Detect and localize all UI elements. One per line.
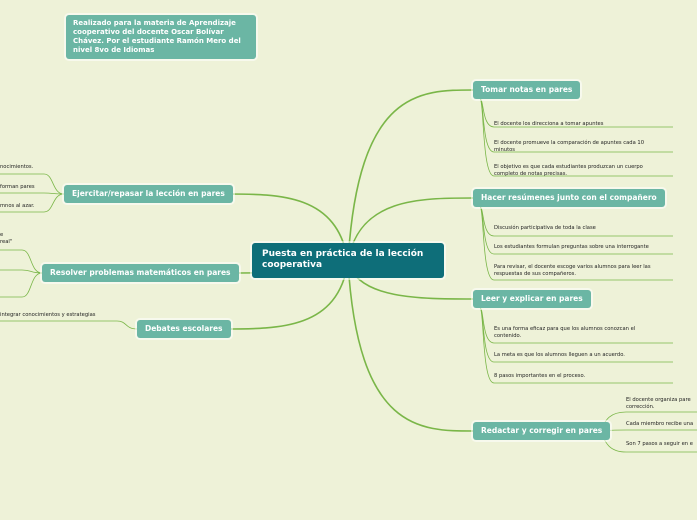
leaf-connector <box>0 269 43 274</box>
leaf-connector <box>479 98 495 177</box>
leaf-text-line: Discusión participativa de toda la clase <box>494 225 596 231</box>
subtopic-left-3-1[interactable]: integrar conocimientos y estrategias <box>0 312 95 319</box>
subtopic-1-2[interactable]: El docente promueve la comparación de ap… <box>494 140 644 154</box>
leaf-text-line: Los estudiantes formulan preguntas sobre… <box>494 244 649 250</box>
leaf-text-line: El docente organiza pare <box>626 397 691 403</box>
leaf-text-line: Son 7 pasos a seguir en e <box>626 441 693 447</box>
leaf-text-line: minutos <box>494 147 515 153</box>
leaf-text-line: El docente los direcciona a tomar apunte… <box>494 121 604 127</box>
subtopic-left-1-1[interactable]: nocimientos. <box>0 164 33 171</box>
leaf-connector <box>479 98 495 153</box>
leaf-connector <box>0 193 65 213</box>
leaf-text-line: e <box>0 232 4 238</box>
leaf-connector <box>0 249 43 274</box>
leaf-connector <box>0 173 65 195</box>
leaf-text-line: nocimientos. <box>0 164 34 170</box>
leaf-text-line: contenido. <box>494 333 522 339</box>
leaf-text-line: integrar conocimientos y estrategias <box>0 312 96 318</box>
subtopic-4-3[interactable]: Son 7 pasos a seguir en e <box>626 441 693 448</box>
leaf-text-line: Es una forma eficaz para que los alumnos… <box>494 326 636 332</box>
subtopic-2-2[interactable]: Los estudiantes formulan preguntas sobre… <box>494 244 649 251</box>
leaf-text-line: real" <box>0 239 13 245</box>
leaf-connector <box>0 320 138 330</box>
leaf-connector <box>0 272 43 298</box>
topic-3[interactable]: Leer y explicar en pares <box>473 290 591 308</box>
subtopic-3-1[interactable]: Es una forma eficaz para que los alumnos… <box>494 326 635 340</box>
author-note[interactable]: Realizado para la materia de Aprendizaje… <box>66 15 256 59</box>
topic-4[interactable]: Redactar y corregir en pares <box>473 422 611 440</box>
subtopic-3-3[interactable]: 8 pasos importantes en el proceso. <box>494 373 585 380</box>
leaf-text-line: El docente promueve la comparación de ap… <box>494 140 645 146</box>
leaf-connector <box>479 206 495 281</box>
leaf-text-line: completo de notas precisas. <box>494 171 568 177</box>
branch-line <box>223 261 349 330</box>
leaf-text-line: respuestas de sus compañeros. <box>494 271 577 277</box>
subtopic-2-3[interactable]: Para revisar, el docente escoge varios a… <box>494 264 651 278</box>
leaf-text-line: Para revisar, el docente escoge varios a… <box>494 264 651 270</box>
subtopic-1-3[interactable]: El objetivo es que cada estudiantes prod… <box>494 164 643 178</box>
subtopic-1-1[interactable]: El docente los direcciona a tomar apunte… <box>494 121 603 128</box>
subtopic-left-1-3[interactable]: mnos al azar. <box>0 203 35 210</box>
topic-left-1[interactable]: Ejercitar/repasar la lección en pares <box>64 185 233 203</box>
topic-left-3[interactable]: Debates escolares <box>137 320 231 338</box>
leaf-text-line: mnos al azar. <box>0 203 35 209</box>
branch-line <box>347 89 474 263</box>
leaf-text-line: 8 pasos importantes en el proceso. <box>494 373 586 379</box>
central-topic[interactable]: Puesta en práctica de la lección coopera… <box>252 243 444 278</box>
leaf-text-line: La meta es que los alumnos lleguen a un … <box>494 352 625 358</box>
leaf-text-line: El objetivo es que cada estudiantes prod… <box>494 164 643 170</box>
topic-2[interactable]: Hacer resúmenes junto con el compañero <box>473 189 665 207</box>
leaf-connector <box>0 192 65 195</box>
topic-left-2[interactable]: Resolver problemas matemáticos en pares <box>42 264 239 282</box>
leaf-text-line: corrección. <box>626 404 655 410</box>
topic-1[interactable]: Tomar notas en pares <box>473 81 581 99</box>
subtopic-left-1-2[interactable]: forman pares <box>0 184 35 191</box>
leaf-connector <box>479 307 495 344</box>
subtopic-4-2[interactable]: Cada miembro recibe una <box>626 421 693 428</box>
leaf-text-line: Cada miembro recibe una <box>626 421 694 427</box>
branch-line <box>347 261 474 432</box>
leaf-connector <box>479 307 495 384</box>
leaf-text-line: forman pares <box>0 184 35 190</box>
branch-line <box>225 193 349 263</box>
branch-line <box>347 197 474 263</box>
subtopic-3-2[interactable]: La meta es que los alumnos lleguen a un … <box>494 352 625 359</box>
subtopic-2-1[interactable]: Discusión participativa de toda la clase <box>494 225 596 232</box>
